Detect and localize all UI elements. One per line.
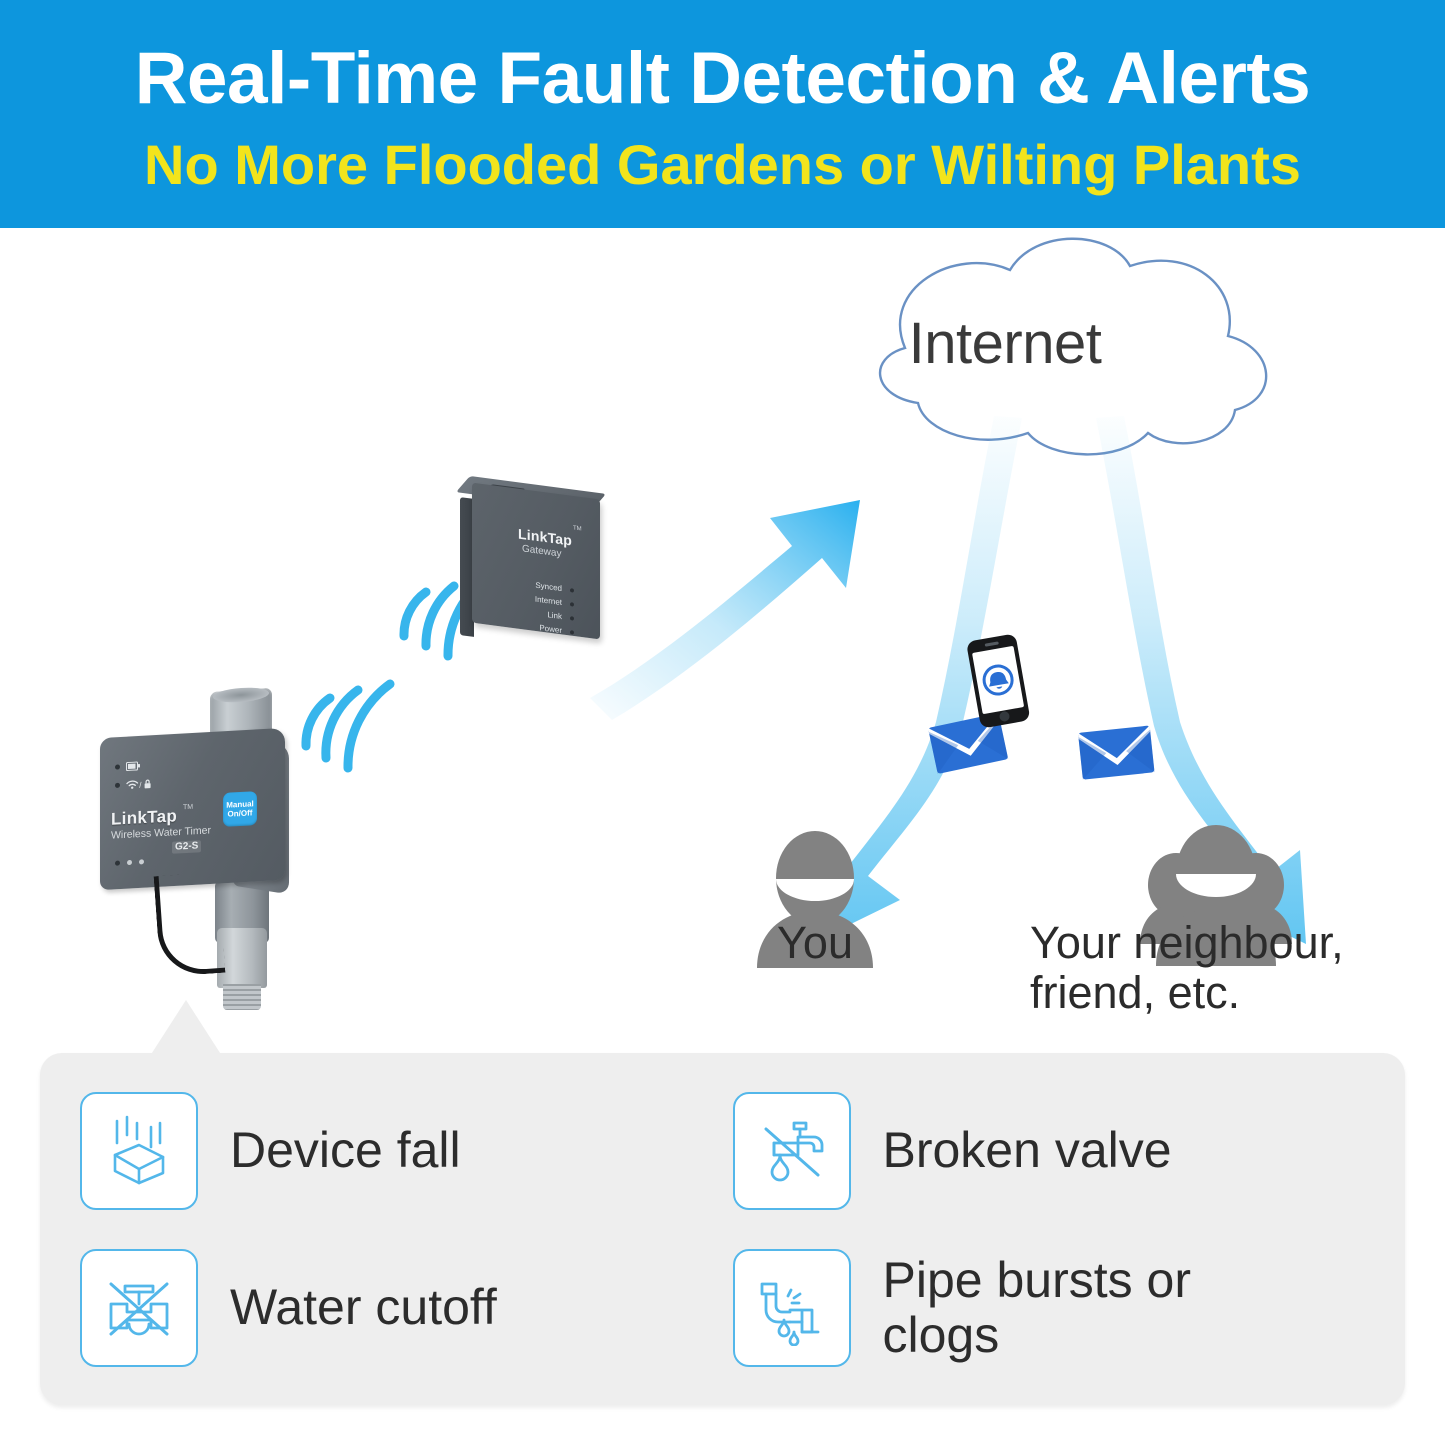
leaking-pipe-icon-frame — [732, 1248, 851, 1367]
svg-text:/: / — [139, 781, 142, 790]
gateway-device: LinkTap TM Gateway Synced Internet Link … — [455, 475, 630, 653]
page-subtitle: No More Flooded Gardens or Wilting Plant… — [144, 132, 1301, 196]
fault-feature-panel: Device fall Broken valve — [40, 1053, 1405, 1405]
envelope-icon — [928, 713, 1009, 774]
broken-faucet-icon-frame — [732, 1091, 851, 1210]
timer-brand-label: LinkTap — [111, 806, 178, 829]
broken-faucet-icon — [764, 1121, 823, 1181]
manual-button-line2: On/Off — [227, 808, 253, 819]
timer-settings-button[interactable] — [139, 859, 144, 865]
arrow-gateway-to-cloud — [590, 500, 860, 720]
timer-outlet-thread — [223, 984, 261, 1010]
timer-outlet-body — [217, 928, 267, 988]
feature-label: Water cutoff — [230, 1279, 497, 1335]
feature-label: Pipe bursts or clogs — [882, 1251, 1191, 1363]
feature-device-fall: Device fall — [80, 1075, 723, 1226]
feature-water-cutoff: Water cutoff — [80, 1232, 723, 1383]
led-dot — [570, 601, 574, 607]
led-dot — [570, 615, 574, 621]
led-dot — [570, 629, 574, 635]
gateway-trademark: TM — [573, 525, 582, 533]
wifi-lock-icon: / — [126, 779, 151, 790]
page-title: Real-Time Fault Detection & Alerts — [134, 37, 1311, 119]
timer-wifi-lock-led: / — [115, 778, 152, 791]
battery-icon — [126, 761, 140, 772]
timer-power-button[interactable] — [127, 859, 132, 866]
feature-broken-valve: Broken valve — [732, 1075, 1376, 1226]
header-banner: Real-Time Fault Detection & Alerts No Mo… — [0, 0, 1445, 228]
internet-cloud-label: Internet — [908, 311, 1102, 376]
crossed-valve-icon — [109, 1282, 169, 1335]
smartphone-bell-icon — [967, 634, 1030, 728]
water-timer-device: / LinkTap TM Wireless Water Timer G2-S M… — [95, 686, 325, 1010]
led-dot — [115, 764, 120, 770]
recipient-label-you: You — [777, 917, 853, 968]
panel-pointer-triangle — [150, 1000, 222, 1056]
diagram-graphics-layer — [301, 237, 1306, 968]
timer-button-dot[interactable] — [115, 860, 120, 866]
feature-label: Device fall — [230, 1122, 461, 1178]
envelope-icon — [1078, 725, 1155, 780]
wifi-waves-timer — [301, 679, 395, 773]
timer-battery-led — [115, 761, 140, 772]
recipient-label-others-line1: Your neighbour, — [1030, 917, 1344, 968]
manual-on-off-button[interactable]: Manual On/Off — [223, 791, 257, 827]
led-dot — [115, 782, 120, 788]
group-people-icon — [1140, 825, 1292, 966]
internet-cloud-icon — [878, 237, 1268, 456]
crossed-valve-icon-frame — [80, 1248, 198, 1367]
falling-box-icon — [113, 1115, 165, 1184]
timer-cable — [153, 871, 226, 978]
feature-pipe-bursts: Pipe bursts or clogs — [732, 1232, 1376, 1383]
recipient-label-others: Your neighbour, friend, etc. — [1030, 917, 1420, 1019]
single-person-icon — [757, 831, 873, 968]
feature-label: Broken valve — [882, 1122, 1172, 1178]
falling-box-icon-frame — [80, 1091, 198, 1210]
leaking-pipe-icon — [760, 1282, 819, 1346]
timer-trademark: TM — [183, 803, 194, 812]
system-diagram: Internet You Your neighbour, friend, etc… — [0, 228, 1445, 1058]
timer-model-label: G2-S — [172, 840, 202, 854]
led-dot — [570, 587, 574, 593]
recipient-label-others-line2: friend, etc. — [1030, 967, 1241, 1019]
